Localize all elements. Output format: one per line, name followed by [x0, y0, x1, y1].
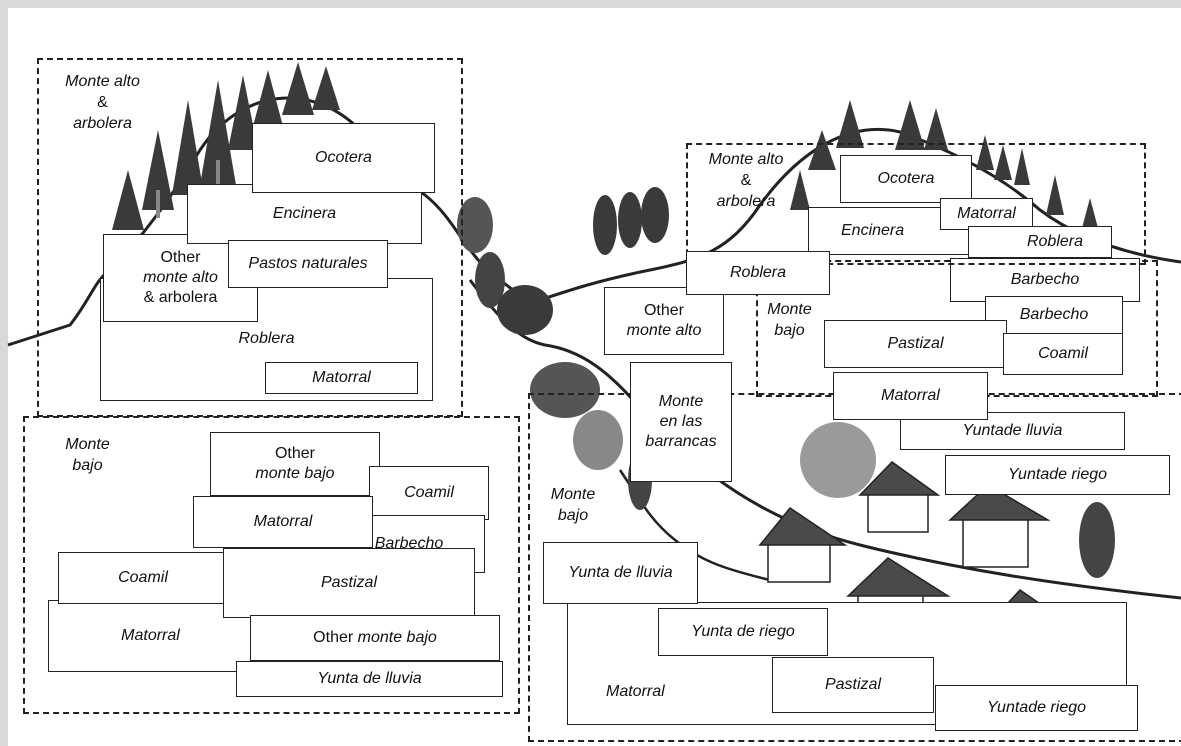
land-yuntade-riego-bottom: Yuntade riego [935, 685, 1138, 731]
land-pastizal-right: Pastizal [772, 657, 934, 713]
broadleaf-tree [1079, 502, 1115, 578]
land-yunta-riego: Yunta de riego [658, 608, 828, 656]
heading-line: Monte [550, 486, 596, 503]
broadleaf-tree [800, 422, 876, 498]
land-monte-barrancas: Monte en las barrancas [630, 362, 732, 482]
heading-line: arbolera [716, 192, 776, 210]
heading-line: bajo [557, 506, 589, 524]
broadleaf-tree [618, 192, 642, 248]
land-yunta-lluvia-right: Yunta de lluvia [543, 542, 698, 604]
conifer-tree [808, 130, 836, 170]
conifer-tree [282, 62, 314, 115]
heading-line: Monte [65, 436, 110, 453]
land-barbecho-2: Barbecho [985, 296, 1123, 334]
zone-heading: Monte bajo [762, 300, 817, 342]
box-label: barrancas [645, 433, 717, 450]
house [758, 506, 848, 583]
conifer-tree [976, 135, 994, 170]
conifer-tree [1046, 175, 1064, 215]
land-other-monte-bajo-bottom: Other monte bajo [250, 615, 500, 661]
land-matorral: Matorral [265, 362, 418, 394]
box-label: monte bajo [357, 629, 437, 646]
heading-line: bajo [72, 456, 103, 474]
land-other-monte-alto-center: Other monte alto [604, 287, 724, 355]
land-yunta-lluvia: Yunta de lluvia [236, 661, 503, 697]
heading-line: bajo [774, 321, 805, 339]
zone-lower-left [23, 416, 520, 714]
conifer-tree [1082, 198, 1098, 228]
box-label: Matorral [606, 683, 665, 700]
land-ocotera: Ocotera [252, 123, 435, 193]
box-label: Monte [658, 393, 704, 410]
land-coamil-mid: Coamil [1003, 333, 1123, 375]
conifer-trees-right [790, 100, 1098, 228]
box-label: monte alto [626, 322, 702, 339]
heading-line: & [740, 171, 752, 189]
conifer-tree [895, 100, 925, 150]
broadleaf-tree [641, 187, 669, 243]
box-label: Other [643, 302, 684, 319]
box-label: en las [659, 413, 703, 430]
land-pastos-naturales: Pastos naturales [228, 240, 388, 288]
conifer-tree [228, 75, 258, 150]
land-other-monte-bajo-top: Other monte bajo [210, 432, 380, 496]
zone-heading: Monte alto & arbolera [700, 150, 792, 212]
land-coamil-right: Coamil [369, 466, 489, 520]
zone-heading: Monte alto & arbolera [55, 72, 150, 134]
box-label: & arbolera [143, 289, 218, 306]
broadleaf-tree [573, 410, 623, 470]
conifer-tree [312, 66, 340, 110]
conifer-tree [790, 170, 810, 210]
broadleaf-tree [457, 197, 493, 253]
conifer-tree [112, 170, 144, 230]
box-label: Other [274, 445, 315, 462]
land-encinera-right: Encinera [808, 207, 978, 255]
zone-upper-right [686, 143, 1146, 265]
land-ocotera-right: Ocotera [840, 155, 972, 203]
heading-line: arbolera [73, 114, 132, 132]
land-roblera-right: Roblera [686, 251, 830, 295]
conifer-tree [252, 70, 284, 130]
broadleaf-tree [475, 252, 505, 308]
house [948, 484, 1051, 568]
broadleaf-tree [497, 285, 553, 335]
conifer-tree [924, 108, 948, 150]
conifer-tree [994, 145, 1012, 180]
conifer-tree [1014, 148, 1030, 185]
land-matorral-mid: Matorral [833, 372, 988, 420]
land-barbecho-1: Barbecho [950, 258, 1140, 302]
zone-heading: Monte bajo [543, 485, 603, 527]
box-label: monte alto [143, 269, 218, 286]
land-yuntade-riego-top: Yuntade riego [945, 455, 1170, 495]
conifer-trees-left [112, 62, 340, 230]
box-label: monte bajo [255, 465, 335, 482]
heading-line: Monte alto [708, 151, 784, 168]
box-label: Other [313, 629, 358, 646]
conifer-tree [142, 130, 174, 210]
heading-line: Monte alto [65, 73, 140, 90]
land-matorral-top: Matorral [193, 496, 373, 548]
heading-line: Monte [767, 301, 812, 318]
box-label: Roblera [238, 330, 295, 347]
conifer-tree [836, 100, 864, 148]
zone-heading: Monte bajo [55, 435, 120, 477]
land-matorral-bottom: Matorral [48, 600, 253, 672]
land-coamil-left: Coamil [58, 552, 228, 604]
conifer-tree [172, 100, 204, 195]
box-label: Other [160, 249, 201, 266]
heading-line: & [97, 93, 108, 111]
broadleaf-tree [593, 195, 617, 255]
land-encinera: Encinera [187, 184, 422, 244]
broadleaf-tree [530, 362, 600, 418]
land-pastizal: Pastizal [223, 548, 475, 618]
trees-lower-right [800, 422, 1115, 578]
trunks-left [156, 160, 220, 218]
conifer-tree [200, 80, 236, 185]
land-pastizal-mid: Pastizal [824, 320, 1007, 368]
house [858, 461, 941, 533]
land-roblera-small: Roblera [968, 226, 1112, 258]
